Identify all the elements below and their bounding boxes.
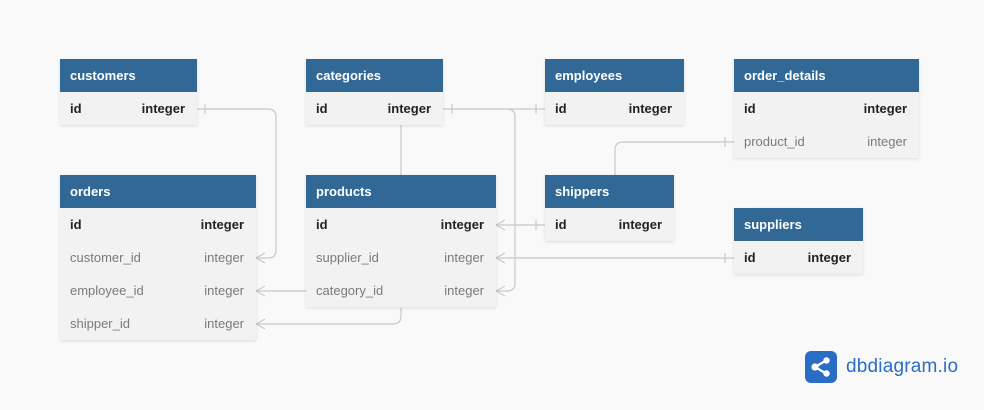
table-header[interactable]: customers (60, 59, 197, 92)
field-name: shipper_id (70, 316, 130, 331)
field-row[interactable]: supplier_id integer (306, 241, 496, 274)
field-name: id (316, 101, 328, 116)
field-row[interactable]: id integer (734, 92, 919, 125)
many-marker (255, 285, 266, 297)
link-categories-employees[interactable] (507, 104, 545, 114)
field-name: id (744, 250, 756, 265)
table-categories[interactable]: categories id integer (306, 59, 443, 125)
link-order-details-shippers[interactable] (614, 137, 734, 175)
share-nodes-icon (805, 351, 837, 383)
field-row[interactable]: id integer (306, 208, 496, 241)
field-type: integer (867, 134, 907, 149)
field-type: integer (141, 101, 185, 116)
field-type: integer (444, 283, 484, 298)
field-type: integer (200, 217, 244, 232)
field-name: supplier_id (316, 250, 379, 265)
field-type: integer (618, 217, 662, 232)
field-row[interactable]: category_id integer (306, 274, 496, 307)
table-products[interactable]: products id integer supplier_id integer … (306, 175, 496, 307)
table-header[interactable]: suppliers (734, 208, 863, 241)
table-order-details[interactable]: order_details id integer product_id inte… (734, 59, 919, 158)
field-row[interactable]: id integer (60, 208, 256, 241)
field-type: integer (204, 250, 244, 265)
many-marker (495, 219, 506, 231)
table-header[interactable]: products (306, 175, 496, 208)
field-row[interactable]: id integer (306, 92, 443, 125)
field-name: category_id (316, 283, 384, 298)
field-type: integer (444, 250, 484, 265)
field-row[interactable]: employee_id integer (60, 274, 256, 307)
field-type: integer (204, 283, 244, 298)
field-name: id (744, 101, 756, 116)
field-name: id (70, 217, 82, 232)
field-type: integer (863, 101, 907, 116)
table-header[interactable]: categories (306, 59, 443, 92)
table-shippers[interactable]: shippers id integer (545, 175, 674, 241)
field-type: integer (628, 101, 672, 116)
field-type: integer (387, 101, 431, 116)
link-products-suppliers[interactable] (495, 252, 734, 264)
field-row[interactable]: id integer (545, 208, 674, 241)
table-orders[interactable]: orders id integer customer_id integer em… (60, 175, 256, 340)
many-marker (255, 318, 266, 330)
many-marker (255, 252, 266, 264)
field-name: employee_id (70, 283, 144, 298)
table-header[interactable]: employees (545, 59, 684, 92)
field-row[interactable]: id integer (734, 241, 863, 274)
table-employees[interactable]: employees id integer (545, 59, 684, 125)
table-customers[interactable]: customers id integer (60, 59, 197, 125)
field-type: integer (204, 316, 244, 331)
field-type: integer (807, 250, 851, 265)
link-products-orders-shipper[interactable] (255, 308, 402, 330)
many-marker (495, 252, 506, 264)
table-header[interactable]: shippers (545, 175, 674, 208)
connector-path (256, 308, 402, 325)
table-header[interactable]: orders (60, 175, 256, 208)
table-header[interactable]: order_details (734, 59, 919, 92)
field-row[interactable]: id integer (60, 92, 197, 125)
field-name: customer_id (70, 250, 141, 265)
field-row[interactable]: shipper_id integer (60, 307, 256, 340)
many-marker (495, 285, 506, 297)
link-orders-employee[interactable] (255, 285, 306, 297)
field-name: id (555, 101, 567, 116)
connector-path (614, 141, 734, 175)
field-type: integer (440, 217, 484, 232)
dbdiagram-logo[interactable]: dbdiagram.io (805, 351, 958, 383)
link-products-shippers[interactable] (495, 219, 545, 231)
field-name: id (316, 217, 328, 232)
logo-text: dbdiagram.io (846, 356, 959, 377)
field-name: product_id (744, 134, 805, 149)
field-row[interactable]: customer_id integer (60, 241, 256, 274)
field-row[interactable]: product_id integer (734, 125, 919, 158)
field-name: id (555, 217, 567, 232)
table-suppliers[interactable]: suppliers id integer (734, 208, 863, 274)
field-row[interactable]: id integer (545, 92, 684, 125)
field-name: id (70, 101, 82, 116)
